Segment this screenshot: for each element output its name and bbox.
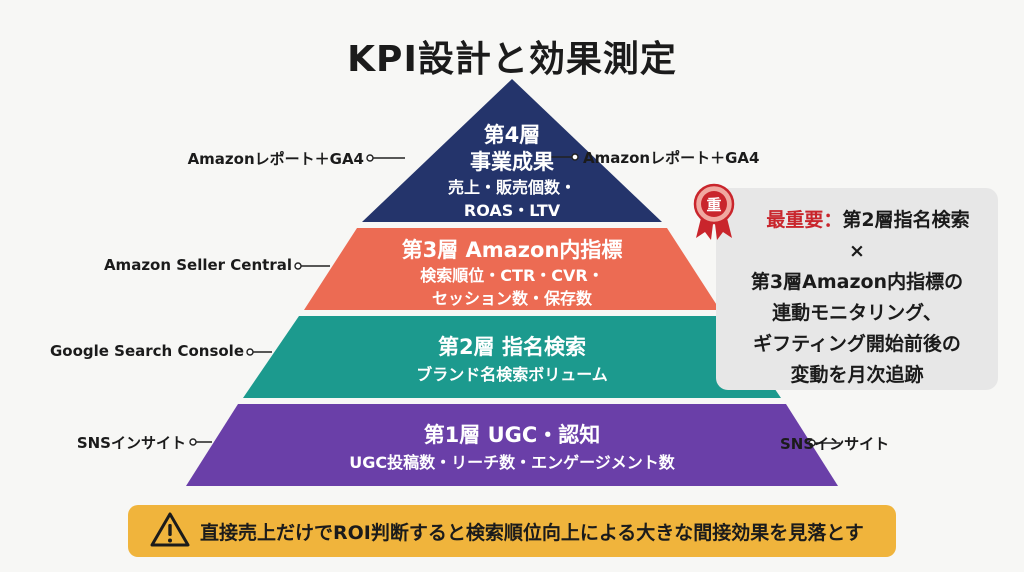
source-label-2-left: Google Search Console [49, 342, 244, 360]
warning-icon [150, 512, 190, 547]
warning-banner [128, 505, 896, 557]
source-label-4-left: Amazonレポート＋GA4 [187, 150, 364, 168]
layer-4-shape [362, 79, 662, 222]
badge-label: 重 [706, 196, 721, 214]
award-badge-icon: 重 [693, 183, 735, 240]
layer-4-line-1: 第4層 [483, 123, 541, 147]
layer-4-text: 第4層 事業成果 売上・販売個数・ ROAS・LTV [402, 122, 622, 222]
layer-3-text: 第3層 Amazon内指標 検索順位・CTR・CVR・ セッション数・保存数 [352, 236, 672, 310]
connector-dot-3-left [294, 262, 302, 270]
note-lead: 最重要： [766, 209, 843, 231]
connector-dot-1-left [189, 438, 197, 446]
layer-3-line-1: 第3層 Amazon内指標 [401, 238, 623, 262]
source-label-4-right: Amazonレポート＋GA4 [583, 149, 760, 167]
layer-2-line-2: ブランド名検索ボリューム [416, 365, 608, 384]
note-line-2: × [849, 240, 865, 262]
layer-1-line-2: UGC投稿数・リーチ数・エンゲージメント数 [349, 453, 675, 472]
layer-1-shape [186, 404, 838, 486]
layer-3-shape [304, 228, 720, 310]
page-title: KPI設計と効果測定 [347, 39, 677, 80]
layer-3-line-2: 検索順位・CTR・CVR・ [420, 266, 604, 285]
connector-dot-4-right [571, 153, 579, 161]
source-label-1-left: SNSインサイト [76, 434, 186, 452]
note-line-5: ギフティング開始前後の [753, 333, 961, 355]
source-label-1-right: SNSインサイト [780, 435, 890, 453]
layer-4-line-4: ROAS・LTV [463, 201, 561, 220]
note-line1: 第2層指名検索 [842, 209, 970, 231]
layer-3-line-3: セッション数・保存数 [431, 289, 592, 308]
connector-dot-1-right [808, 439, 816, 447]
note-line-6: 変動を月次追跡 [790, 364, 924, 386]
note-line-1: 最重要：第2層指名検索 [716, 205, 998, 236]
note-line-4: 連動モニタリング、 [772, 302, 942, 324]
layer-4-line-2: 事業成果 [470, 150, 554, 174]
note-box [716, 188, 998, 390]
layer-2-text: 第2層 指名検索 ブランド名検索ボリューム [312, 333, 712, 387]
layer-1-text: 第1層 UGC・認知 UGC投稿数・リーチ数・エンゲージメント数 [262, 421, 762, 475]
warning-text: 直接売上だけでROI判断すると検索順位向上による大きな間接効果を見落とす [200, 522, 864, 544]
source-label-3-left: Amazon Seller Central [103, 256, 292, 274]
note-line-3: 第3層Amazon内指標の [750, 271, 964, 293]
note-text: 最重要：第2層指名検索 × 第3層Amazon内指標の 連動モニタリング、 ギフ… [716, 205, 998, 391]
layer-2-line-1: 第2層 指名検索 [438, 335, 586, 359]
layer-1-line-1: 第1層 UGC・認知 [423, 423, 601, 447]
connector-dot-2-left [246, 348, 254, 356]
connector-dot-4-left [366, 154, 374, 162]
layer-4-line-3: 売上・販売個数・ [447, 178, 576, 197]
layer-2-shape [243, 316, 781, 398]
